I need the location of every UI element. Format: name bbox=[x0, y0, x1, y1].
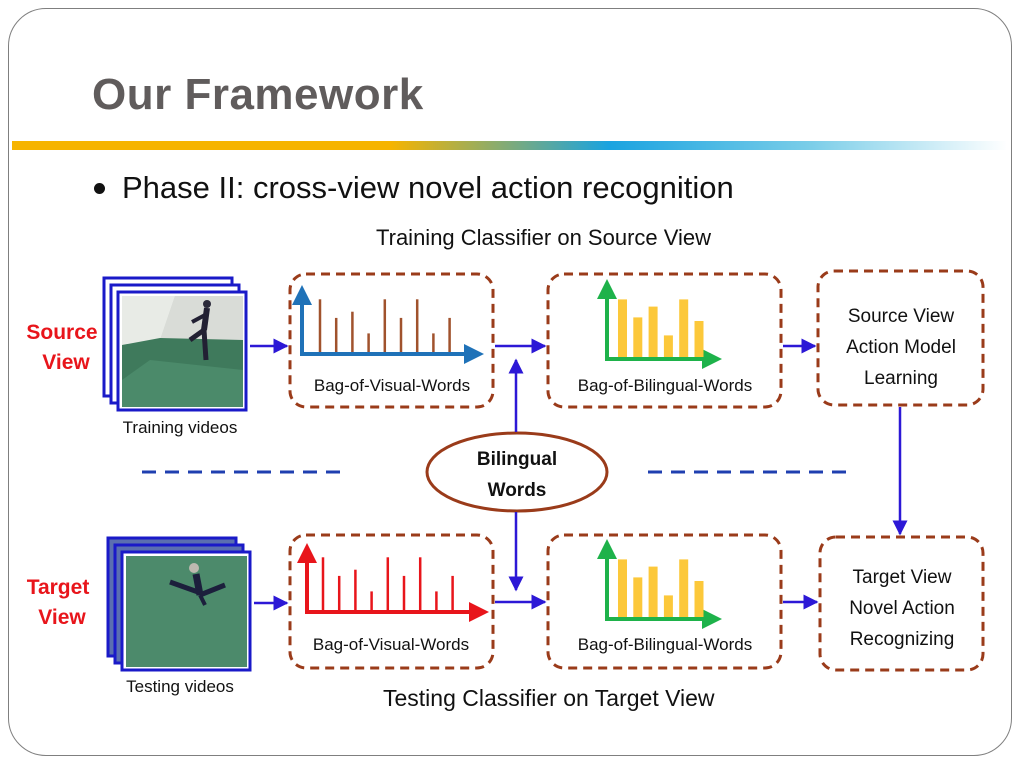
slide-title: Our Framework bbox=[92, 70, 424, 119]
source-model-line-3: Learning bbox=[864, 368, 938, 389]
target-model-line-1: Target View bbox=[853, 567, 952, 588]
bobw-bar-bottom-2 bbox=[648, 566, 658, 617]
training-video-stack bbox=[102, 276, 248, 412]
training-video-frame bbox=[122, 296, 243, 407]
bobw-bar-top-1 bbox=[633, 317, 643, 357]
title-rule bbox=[12, 141, 1007, 150]
bobw-bars-top bbox=[618, 299, 704, 357]
bobw-bar-top-2 bbox=[648, 306, 658, 357]
target-model-line-2: Novel Action bbox=[849, 598, 955, 619]
bobw-axes-top bbox=[597, 279, 722, 369]
source-view-label-2: View bbox=[42, 351, 90, 374]
bovw-box-top bbox=[288, 272, 495, 409]
bilingual-words-ellipse bbox=[425, 431, 609, 513]
bobw-bar-top-5 bbox=[694, 321, 704, 357]
bobw-bar-bottom-3 bbox=[663, 595, 673, 617]
bovw-axes-top bbox=[292, 285, 484, 364]
bullet-text: Phase II: cross-view novel action recogn… bbox=[122, 170, 734, 205]
training-videos-caption: Training videos bbox=[123, 418, 238, 437]
bovw-label-top: Bag-of-Visual-Words bbox=[314, 376, 470, 395]
bobw-bar-bottom-0 bbox=[618, 559, 627, 617]
bovw-bars-bottom bbox=[321, 557, 454, 610]
bobw-bar-top-0 bbox=[618, 299, 627, 357]
bovw-box-bottom bbox=[288, 533, 495, 670]
target-model-line-3: Recognizing bbox=[850, 629, 955, 650]
bullet-icon bbox=[94, 183, 105, 194]
source-view-label-1: Source bbox=[26, 321, 97, 344]
bottom-caption: Testing Classifier on Target View bbox=[383, 685, 715, 711]
flow-arrows bbox=[250, 338, 908, 611]
top-caption: Training Classifier on Source View bbox=[376, 225, 712, 250]
bobw-label-top: Bag-of-Bilingual-Words bbox=[578, 376, 752, 395]
bilingual-words-line-2: Words bbox=[488, 480, 547, 501]
bobw-bar-bottom-5 bbox=[694, 581, 704, 617]
bobw-axes-bottom bbox=[597, 539, 722, 629]
target-view-label-2: View bbox=[38, 606, 86, 629]
bobw-bar-top-4 bbox=[679, 299, 689, 357]
target-view-label-1: Target bbox=[27, 576, 90, 599]
bobw-label-bottom: Bag-of-Bilingual-Words bbox=[578, 635, 752, 654]
bobw-box-top bbox=[546, 272, 783, 409]
bovw-bars-top bbox=[318, 299, 451, 352]
testing-video-frame bbox=[126, 556, 247, 667]
bovw-label-bottom: Bag-of-Visual-Words bbox=[313, 635, 469, 654]
bobw-bar-bottom-4 bbox=[679, 559, 689, 617]
source-model-line-2: Action Model bbox=[846, 337, 956, 358]
bobw-box-bottom bbox=[546, 533, 783, 670]
target-model-box bbox=[818, 535, 985, 672]
testing-videos-caption: Testing videos bbox=[126, 677, 234, 696]
bilingual-words-line-1: Bilingual bbox=[477, 449, 557, 470]
source-model-box bbox=[816, 269, 985, 407]
bobw-bar-top-3 bbox=[663, 335, 673, 357]
bobw-bar-bottom-1 bbox=[633, 577, 643, 617]
bovw-axes-bottom bbox=[297, 543, 489, 622]
testing-video-stack bbox=[106, 536, 252, 672]
bobw-bars-bottom bbox=[618, 559, 704, 617]
source-model-line-1: Source View bbox=[848, 306, 955, 327]
